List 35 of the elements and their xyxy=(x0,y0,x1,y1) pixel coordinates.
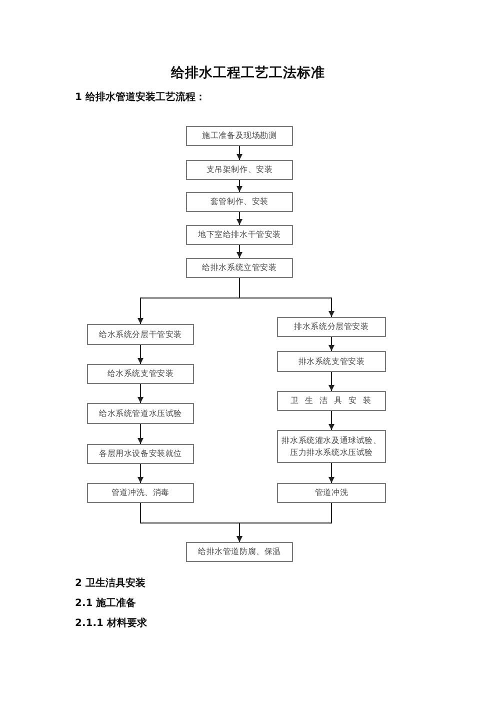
arrow xyxy=(138,464,144,484)
arrow xyxy=(236,212,242,226)
section-heading: 2 卫生洁具安装 xyxy=(75,576,146,590)
process-box: 支吊架制作、安装 xyxy=(186,160,293,180)
process-box: 各层用水设备安装就位 xyxy=(87,444,194,464)
section-heading: 1 给排水管道安装工艺流程： xyxy=(75,90,206,104)
section-heading: 2.1.1 材料要求 xyxy=(75,616,147,630)
arrow xyxy=(328,336,334,352)
process-box: 给水系统管道水压试验 xyxy=(87,403,194,424)
process-box: 地下室给排水干管安装 xyxy=(186,225,293,245)
process-box: 管道冲洗 xyxy=(277,483,386,503)
arrow xyxy=(138,384,144,404)
process-box: 排水系统灌水及通球试验、压力排水系统水压试验 xyxy=(277,430,386,463)
process-box: 给排水系统立管安装 xyxy=(186,258,293,278)
process-box: 管道冲洗、消毒 xyxy=(87,483,194,503)
arrow xyxy=(236,244,242,258)
arrow xyxy=(328,462,334,484)
process-box: 给排水管道防腐、保温 xyxy=(186,542,293,562)
process-box: 排水系统支管安装 xyxy=(277,351,386,372)
process-box: 排水系统分层管安装 xyxy=(277,317,386,337)
process-box: 套管制作、安装 xyxy=(186,192,293,212)
process-box: 施工准备及现场勘测 xyxy=(186,126,293,146)
arrow xyxy=(236,502,332,542)
arrow xyxy=(328,410,334,430)
page-title: 给排水工程工艺工法标准 xyxy=(171,64,325,82)
process-box: 给水系统分层干管安装 xyxy=(87,324,194,345)
arrow xyxy=(239,278,334,318)
arrow xyxy=(138,344,144,364)
section-heading: 2.1 施工准备 xyxy=(75,596,136,610)
process-box: 给水系统支管安装 xyxy=(87,364,194,384)
arrow xyxy=(236,146,242,160)
arrow xyxy=(138,424,144,444)
arrow xyxy=(236,180,242,192)
process-box: 卫生洁具安装 xyxy=(277,391,386,411)
arrow xyxy=(328,372,334,392)
